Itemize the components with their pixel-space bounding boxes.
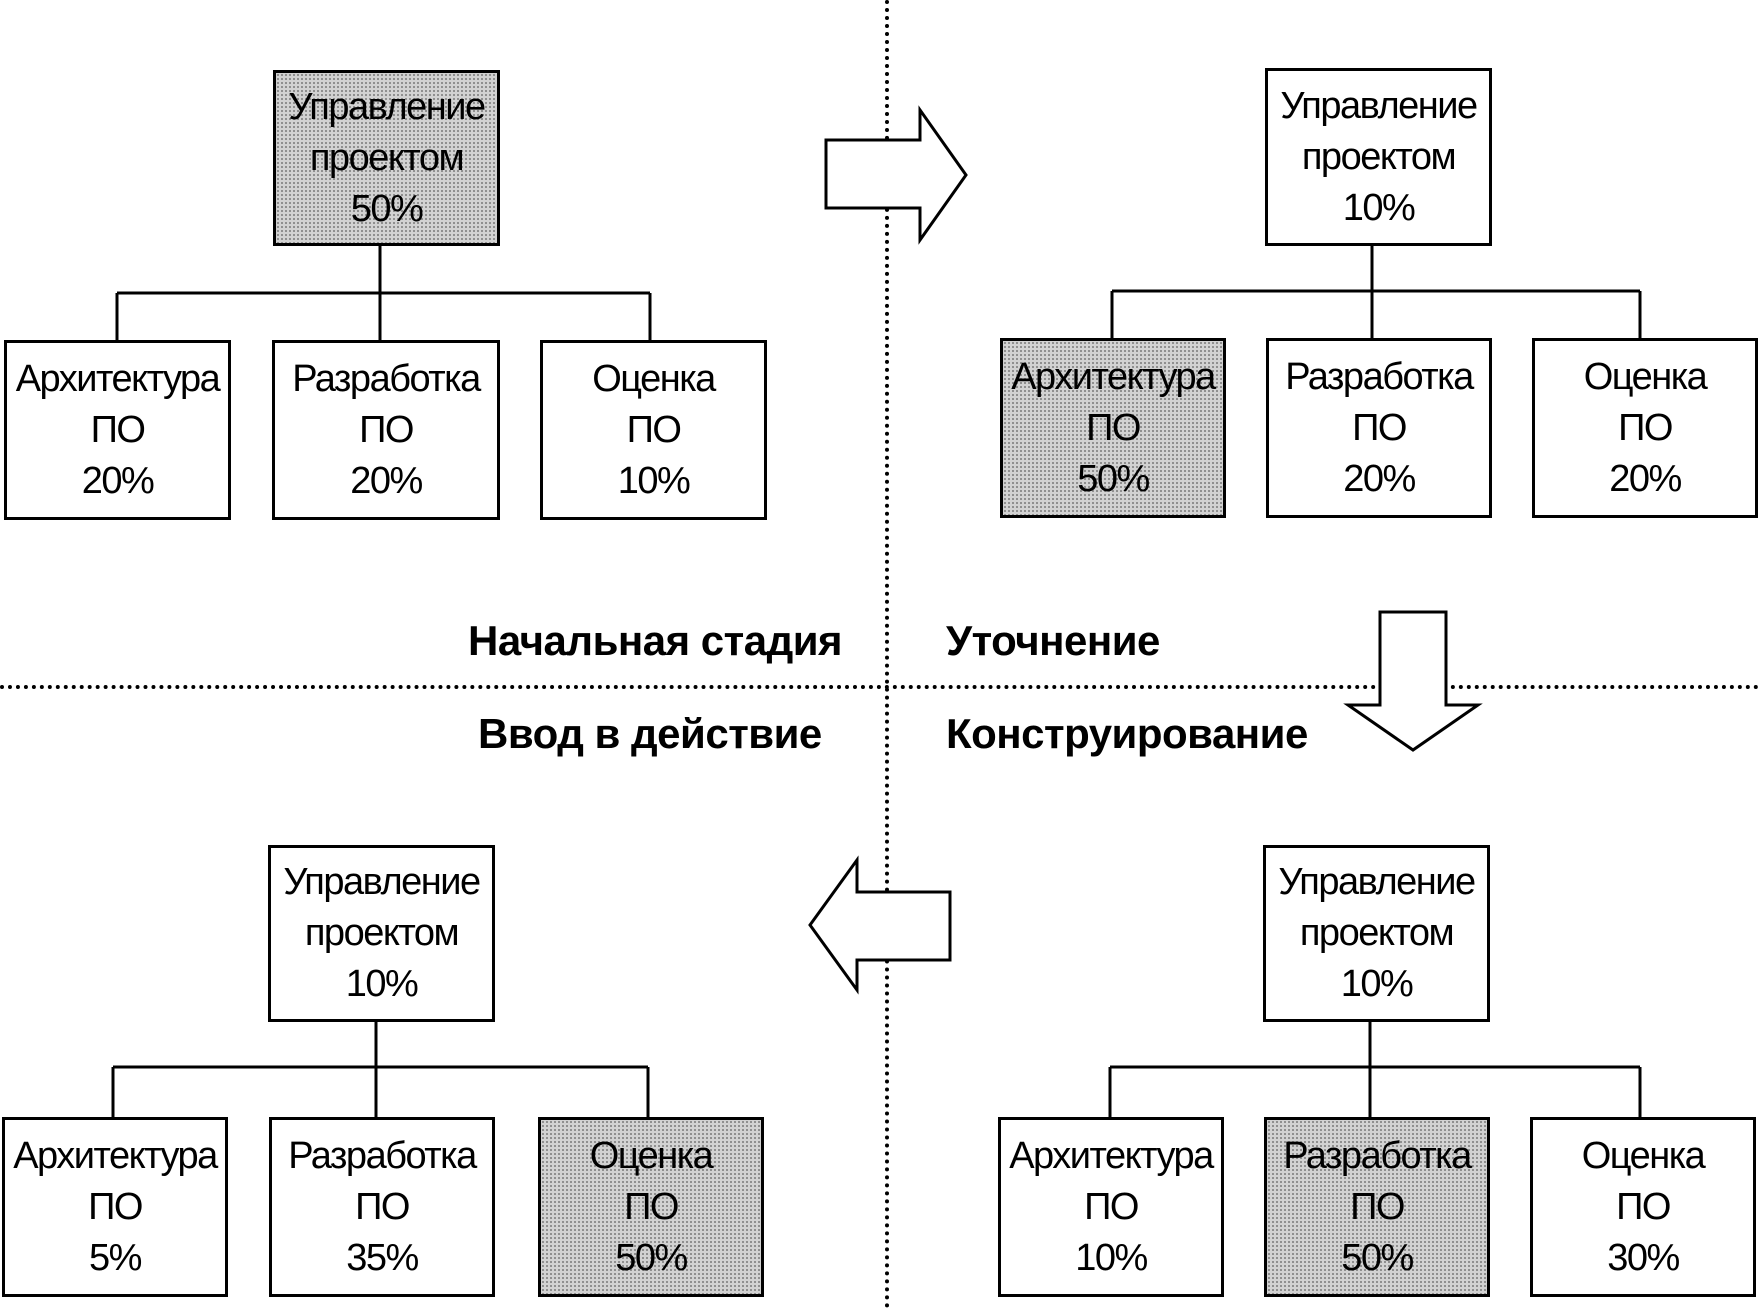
vertical-divider <box>885 0 889 1309</box>
arrow-down-icon <box>1343 610 1483 752</box>
box-title-line2: ПО <box>1618 406 1673 449</box>
box-software-architecture: Архитектура ПО 50% <box>1000 338 1226 518</box>
arrow-right-icon <box>824 105 968 245</box>
box-software-architecture: Архитектура ПО 5% <box>2 1117 228 1297</box>
box-percentage: 50% <box>1077 457 1150 500</box>
box-title-line2: ПО <box>88 1185 143 1228</box>
box-title-line2: ПО <box>355 1185 410 1228</box>
box-title-line2: ПО <box>359 408 414 451</box>
box-title-line1: Архитектура <box>1011 355 1216 398</box>
box-percentage: 5% <box>89 1236 142 1279</box>
box-percentage: 20% <box>1343 457 1416 500</box>
box-software-development: Разработка ПО 35% <box>269 1117 495 1297</box>
stage-label: Начальная стадия <box>468 617 843 664</box>
box-title-line1: Разработка <box>1283 1134 1472 1177</box>
box-software-development: Разработка ПО 20% <box>272 340 500 520</box>
box-software-assessment: Оценка ПО 20% <box>1532 338 1758 518</box>
box-title-line1: Архитектура <box>1009 1134 1214 1177</box>
box-title-line2: ПО <box>1616 1185 1671 1228</box>
box-title-line1: Управление <box>288 85 486 128</box>
tree-connector <box>111 1022 650 1117</box>
box-percentage: 20% <box>81 459 155 502</box>
box-project-management: Управление проектом 10% <box>1265 68 1492 246</box>
box-title-line2: ПО <box>90 408 146 451</box>
box-project-management: Управление проектом 10% <box>1263 845 1490 1022</box>
box-title-line1: Архитектура <box>13 1134 218 1177</box>
box-project-management: Управление проектом 50% <box>273 70 500 246</box>
box-title-line1: Разработка <box>292 357 481 400</box>
stage-label: Ввод в действие <box>478 710 822 757</box>
horizontal-divider <box>0 685 1760 689</box>
box-software-development: Разработка ПО 50% <box>1264 1117 1490 1297</box>
box-software-development: Разработка ПО 20% <box>1266 338 1492 518</box>
tree-connector <box>115 246 652 340</box>
box-title-line1: Управление <box>283 861 481 903</box>
box-percentage: 20% <box>350 459 423 502</box>
box-percentage: 30% <box>1607 1236 1680 1279</box>
box-title-line1: Разработка <box>1285 355 1474 398</box>
box-percentage: 35% <box>346 1236 419 1279</box>
box-title-line1: Оценка <box>592 357 716 400</box>
box-percentage: 10% <box>1340 963 1414 1005</box>
box-software-architecture: Архитектура ПО 10% <box>998 1117 1224 1297</box>
box-title-line2: проектом <box>1301 135 1457 178</box>
box-percentage: 50% <box>615 1236 688 1279</box>
arrow-left-icon <box>808 855 952 995</box>
box-project-management: Управление проектом 10% <box>268 845 495 1022</box>
box-percentage: 10% <box>1075 1236 1148 1279</box>
tree-connector <box>1110 246 1642 338</box>
box-percentage: 50% <box>1341 1236 1414 1279</box>
box-percentage: 10% <box>345 963 419 1005</box>
box-title-line2: ПО <box>1084 1185 1139 1228</box>
box-percentage: 50% <box>350 187 424 230</box>
box-software-assessment: Оценка ПО 10% <box>540 340 767 520</box>
stage-label: Конструирование <box>946 710 1308 757</box>
box-title-line1: Архитектура <box>15 357 221 400</box>
box-percentage: 10% <box>1342 186 1416 229</box>
box-percentage: 10% <box>617 459 691 502</box>
box-software-architecture: Архитектура ПО 20% <box>4 340 231 520</box>
box-title-line2: ПО <box>1352 406 1407 449</box>
box-title-line2: ПО <box>1350 1185 1405 1228</box>
box-percentage: 20% <box>1609 457 1682 500</box>
box-title-line2: проектом <box>309 136 465 179</box>
stage-label: Уточнение <box>946 617 1160 664</box>
box-software-assessment: Оценка ПО 50% <box>538 1117 764 1297</box>
box-title-line2: проектом <box>1299 912 1455 954</box>
box-software-assessment: Оценка ПО 30% <box>1530 1117 1756 1297</box>
box-title-line2: ПО <box>624 1185 679 1228</box>
box-title-line1: Оценка <box>1581 1134 1706 1177</box>
box-title-line1: Управление <box>1280 84 1478 127</box>
box-title-line2: проектом <box>304 912 460 954</box>
box-title-line2: ПО <box>626 408 682 451</box>
box-title-line2: ПО <box>1086 406 1141 449</box>
box-title-line1: Оценка <box>589 1134 714 1177</box>
box-title-line1: Разработка <box>288 1134 477 1177</box>
box-title-line1: Оценка <box>1583 355 1708 398</box>
box-title-line1: Управление <box>1278 861 1476 903</box>
